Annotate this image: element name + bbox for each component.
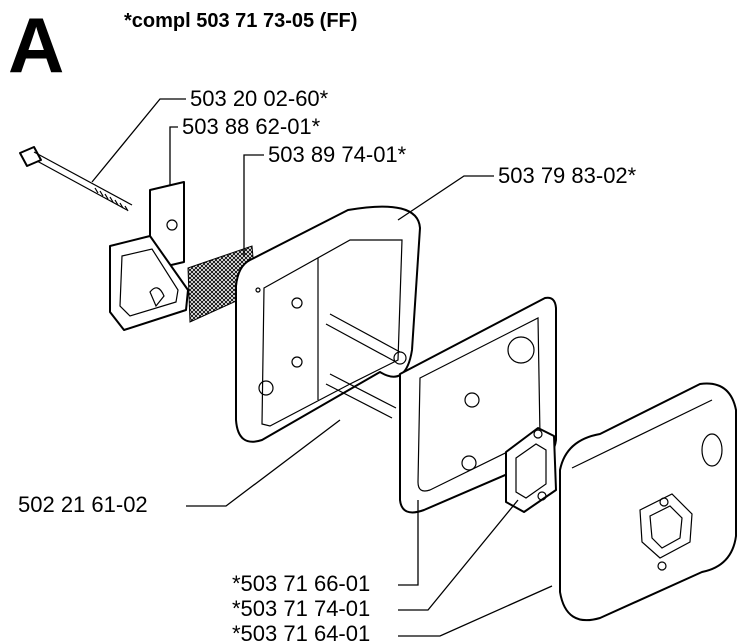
gasket-part: [505, 427, 557, 513]
section-letter: A: [8, 1, 65, 89]
leader-lines: [91, 98, 553, 637]
label-gasket: *503 71 74-01: [232, 596, 370, 621]
label-cover: 503 79 83-02*: [498, 163, 637, 188]
label-screen: 503 89 74-01*: [268, 142, 407, 167]
muffler-body-part: [559, 382, 737, 622]
label-body: *503 71 64-01: [232, 621, 370, 644]
label-spacer: 502 21 61-02: [18, 492, 148, 517]
bolt-part: [19, 146, 133, 212]
assembly-title: *compl 503 71 73-05 (FF): [124, 10, 358, 32]
label-bolt: 503 20 02-60*: [190, 86, 329, 111]
muffler-cover-part: [235, 205, 421, 443]
label-baffle: *503 71 66-01: [232, 571, 370, 596]
plate-part: [109, 181, 189, 331]
spacer-tubes-part: [325, 313, 407, 419]
label-plate: 503 88 62-01*: [182, 114, 321, 139]
